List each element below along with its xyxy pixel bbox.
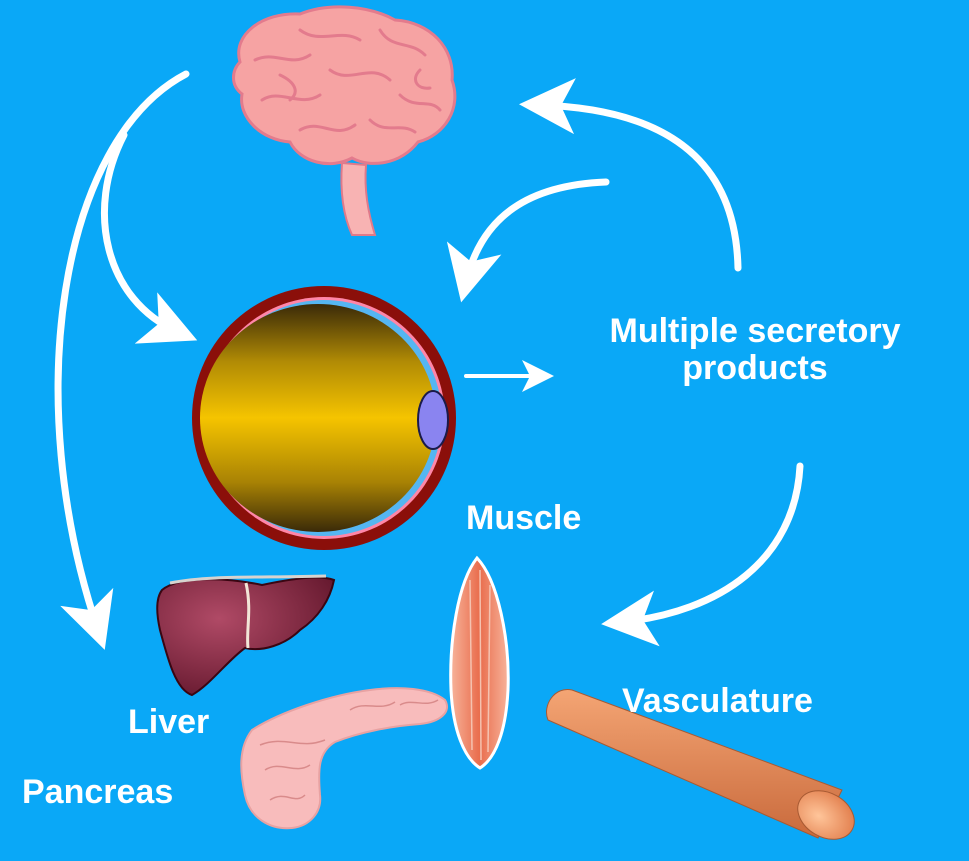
- arrow-secretory-to-adipocyte: [466, 182, 606, 282]
- arrow-brain-to-adipocyte: [104, 135, 178, 332]
- pancreas-label: Pancreas: [22, 774, 173, 811]
- vasculature-label: Vasculature: [622, 683, 813, 720]
- arrow-secretory-to-vasculature: [622, 466, 800, 622]
- liver-icon: [157, 576, 334, 695]
- secretory-label-line1: Multiple secretory: [555, 313, 955, 350]
- liver-label: Liver: [128, 704, 209, 741]
- secretory-products-label: Multiple secretory products: [555, 313, 955, 386]
- adipocyte-icon: [192, 286, 456, 550]
- pancreas-icon: [241, 688, 447, 828]
- secretory-label-line2: products: [555, 350, 955, 387]
- muscle-icon: [451, 558, 508, 768]
- muscle-label: Muscle: [466, 500, 581, 537]
- arrow-brain-to-liver: [58, 74, 186, 630]
- brain-icon: [234, 7, 455, 235]
